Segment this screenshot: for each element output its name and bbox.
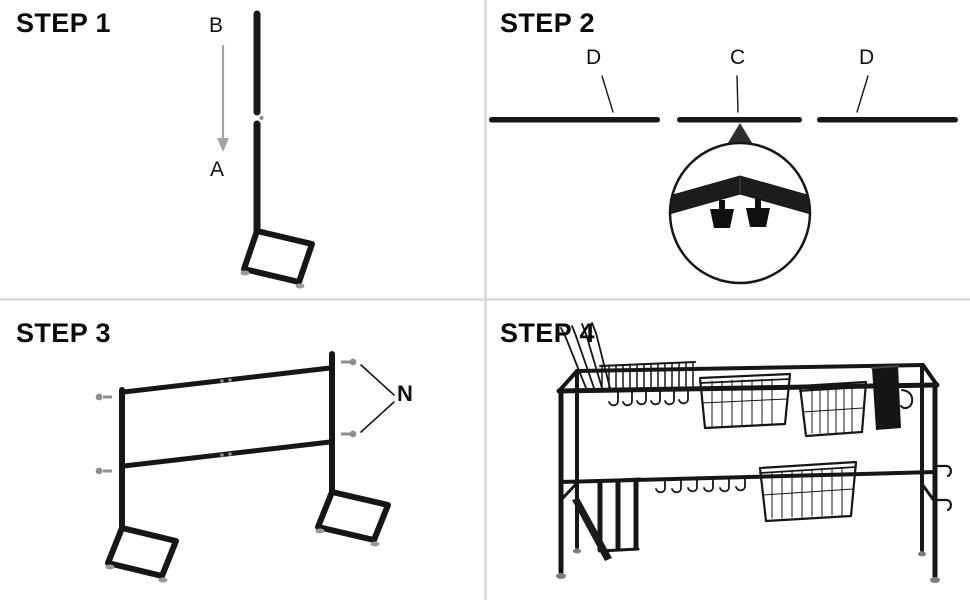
screw-icon	[95, 358, 357, 475]
cutting-board-icon	[572, 498, 612, 561]
leader-line	[601, 75, 614, 113]
wire-basket-icon	[698, 372, 792, 430]
part-label-a: A	[210, 158, 225, 181]
side-hooks-icon	[934, 464, 952, 512]
magnifier-pointer-icon	[726, 123, 754, 146]
label-line	[360, 364, 395, 396]
foot-pad-icon	[918, 551, 926, 557]
leader-line	[856, 75, 869, 113]
cutting-board-holder-icon	[596, 477, 642, 553]
pin-icon	[259, 116, 264, 120]
part-label-n: N	[397, 381, 413, 406]
step1-illustration	[217, 10, 315, 289]
step4-illustration	[556, 322, 952, 583]
left-crossbar-icon	[489, 117, 660, 123]
step4-title: STEP 4	[500, 318, 595, 348]
part-label-c: C	[730, 46, 746, 69]
horizontal-divider	[0, 298, 970, 301]
dish-rack-tines-icon	[599, 361, 696, 389]
left-foot-icon	[105, 525, 179, 579]
foot-pad-icon	[556, 573, 566, 579]
step3-illustration	[95, 351, 395, 583]
foot-pad-icon	[295, 283, 305, 289]
label-line	[360, 401, 395, 433]
down-arrow-icon	[217, 44, 229, 152]
magnifier-circle-icon	[668, 141, 812, 285]
step1-title: STEP 1	[16, 8, 111, 38]
top-crossbar-icon	[121, 365, 333, 395]
foot-pad-icon	[930, 577, 940, 583]
middle-crossbar-icon	[121, 439, 333, 469]
hooks-icon	[655, 476, 746, 494]
wire-basket-icon	[798, 380, 868, 438]
right-crossbar-icon	[817, 117, 958, 123]
leg-foot-icon	[241, 228, 315, 285]
foot-pad-icon	[573, 548, 581, 554]
foot-pad-icon	[240, 270, 250, 276]
utensil-cup-icon	[872, 366, 901, 430]
knob-detail-icon	[671, 175, 809, 228]
step2-title: STEP 2	[500, 8, 595, 38]
hooks-icon	[608, 388, 689, 407]
right-foot-icon	[315, 489, 391, 543]
part-label-d-right: D	[859, 46, 875, 69]
leader-line	[736, 75, 739, 113]
center-crossbar-icon	[677, 117, 802, 123]
thumb-knob-icon	[710, 199, 770, 228]
step2-illustration	[489, 75, 958, 285]
utensils-icon	[560, 322, 611, 389]
part-label-b: B	[209, 14, 224, 37]
wire-basket-icon	[758, 460, 858, 523]
part-label-d-left: D	[586, 46, 602, 69]
side-hook-icon	[900, 389, 914, 410]
step3-title: STEP 3	[16, 318, 111, 348]
